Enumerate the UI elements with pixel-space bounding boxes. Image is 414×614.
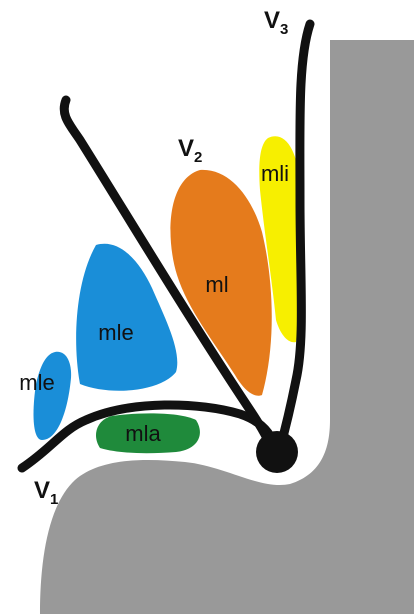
vein-v2-subscript: 2 — [194, 149, 202, 166]
mle-large-region — [76, 243, 178, 391]
vein-v2-letter: V — [178, 135, 194, 162]
mla-region — [96, 413, 200, 454]
mli-region — [259, 136, 302, 343]
vein-v2-label: V2 — [178, 135, 202, 166]
vein-v1-letter: V — [34, 477, 50, 504]
vein-v1-subscript: 1 — [50, 491, 58, 508]
ml-region — [170, 169, 272, 396]
gray-body-shape — [40, 40, 414, 614]
vein-v3-letter: V — [264, 7, 280, 34]
vein-v3-subscript: 3 — [280, 21, 288, 38]
mli-label: mli — [261, 161, 289, 186]
ml-label: ml — [205, 272, 228, 297]
vein-v3-label: V3 — [264, 7, 288, 38]
mla-label: mla — [125, 421, 161, 446]
vein-v2 — [59, 95, 275, 450]
mle-small-region — [33, 351, 72, 440]
vein-junction-node — [256, 431, 298, 473]
vein-v1-label: V1 — [34, 477, 58, 508]
mle-small-label: mle — [19, 370, 54, 395]
vein-v3 — [275, 19, 315, 453]
mle-large-label: mle — [98, 320, 133, 345]
